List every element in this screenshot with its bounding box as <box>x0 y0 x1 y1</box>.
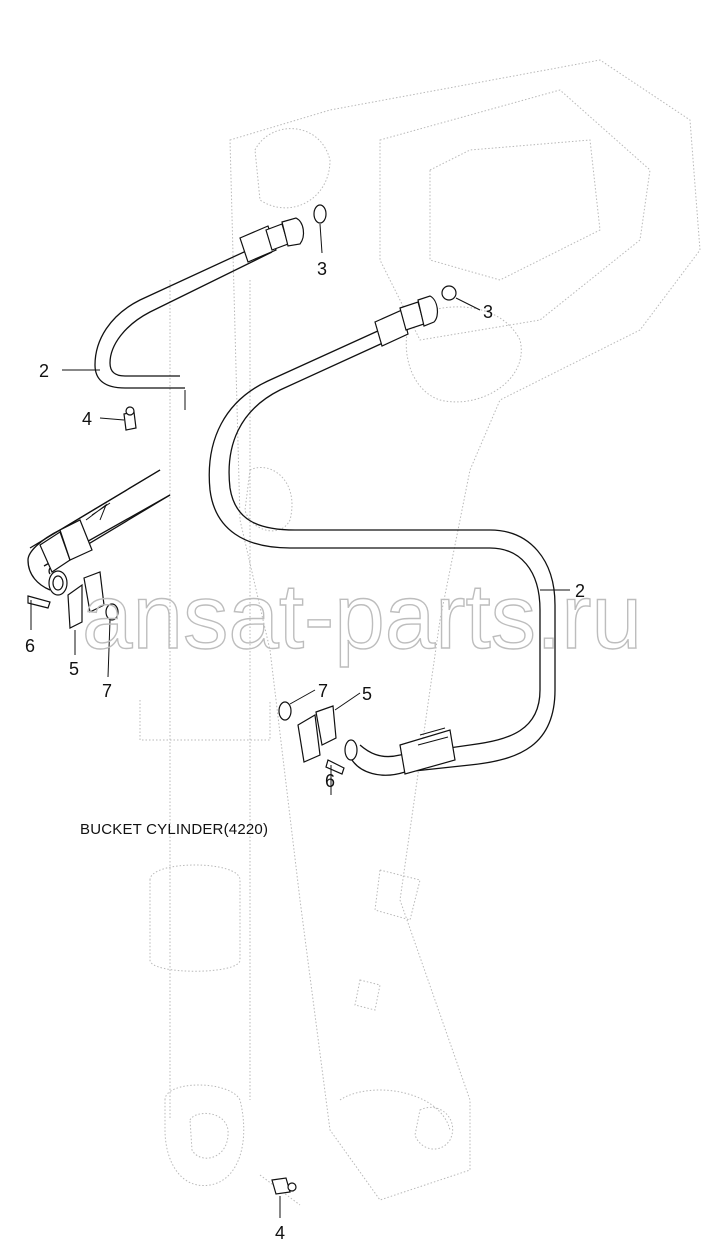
callout-7-left: 7 <box>102 681 112 701</box>
grease-fitting-upper[interactable] <box>123 406 137 431</box>
diagram-caption: BUCKET CYLINDER(4220) <box>80 821 269 838</box>
callout-5-right: 5 <box>362 684 372 704</box>
callout-4-lower: 4 <box>275 1223 285 1243</box>
bolt-right[interactable] <box>325 759 345 775</box>
callout-7-right: 7 <box>318 681 328 701</box>
o-ring-7-left[interactable] <box>105 603 119 621</box>
hose-lower[interactable] <box>208 295 556 776</box>
callout-6-right: 6 <box>325 771 335 791</box>
o-ring-7-right[interactable] <box>278 701 292 721</box>
bolt-left[interactable] <box>27 595 51 609</box>
split-flange-right[interactable] <box>297 705 337 763</box>
grease-fitting-lower[interactable] <box>271 1177 297 1195</box>
callout-3-right: 3 <box>483 302 493 322</box>
o-ring-3-right[interactable] <box>441 285 457 301</box>
hose-upper-left-end[interactable] <box>27 469 171 596</box>
callout-2-lower: 2 <box>575 581 585 601</box>
background-arm-outline <box>229 59 701 1201</box>
callout-2-upper: 2 <box>39 361 49 381</box>
split-flange-left[interactable] <box>67 571 105 629</box>
callout-3-upper: 3 <box>317 259 327 279</box>
callout-6-left: 6 <box>25 636 35 656</box>
callout-5-left: 5 <box>69 659 79 679</box>
watermark: ansat-parts.ru <box>82 566 642 668</box>
hose-upper[interactable] <box>29 217 305 567</box>
callout-4-upper: 4 <box>82 409 92 429</box>
leader-lines <box>30 223 570 1218</box>
o-ring-3-upper[interactable] <box>313 204 327 224</box>
background-cylinder-outline <box>139 280 301 1206</box>
